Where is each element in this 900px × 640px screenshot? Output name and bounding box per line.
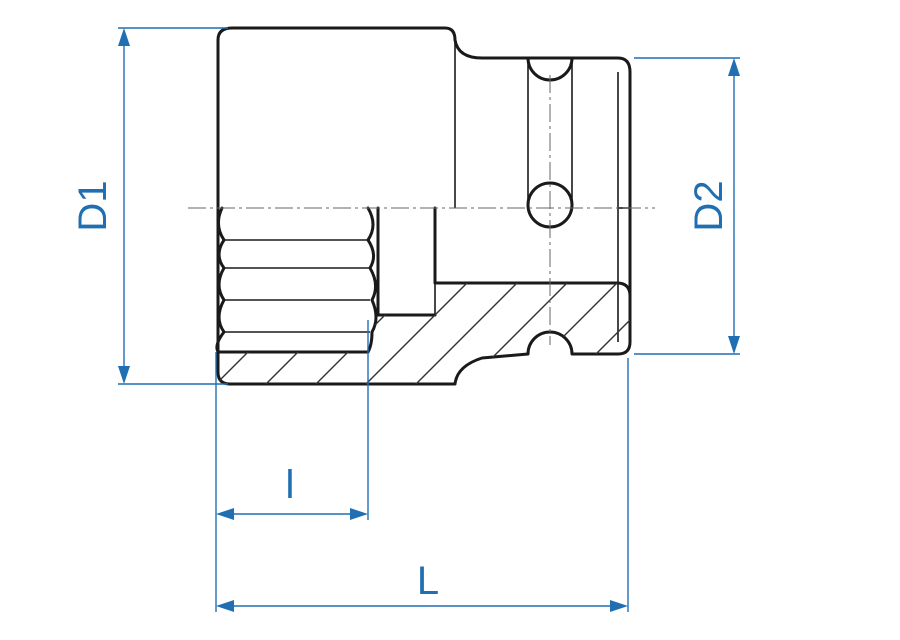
dimension-l-small: l [215, 320, 369, 612]
l-small-label: l [286, 463, 295, 507]
l-small-arrow-right [350, 508, 368, 520]
d2-arrow-top [728, 58, 740, 76]
l-large-arrow-left [216, 600, 234, 612]
l-large-label: L [417, 559, 439, 603]
d2-arrow-bottom [728, 336, 740, 354]
section-hatching [218, 283, 630, 384]
dimension-d2: D2 [634, 57, 740, 355]
socket-outer-profile [216, 26, 632, 386]
d2-label: D2 [687, 180, 731, 231]
socket-body [188, 26, 655, 386]
l-small-arrow-left [216, 508, 234, 520]
bore-flute-end [366, 206, 378, 354]
square-drive-cavity [433, 206, 632, 298]
l-large-arrow-right [610, 600, 628, 612]
dimension-l-large: L [216, 358, 629, 612]
dimension-d1: D1 [71, 27, 228, 385]
d1-label: D1 [71, 180, 115, 231]
bore-flute-profile [215, 206, 226, 354]
d1-arrow-top [118, 28, 130, 46]
d1-arrow-bottom [118, 366, 130, 384]
